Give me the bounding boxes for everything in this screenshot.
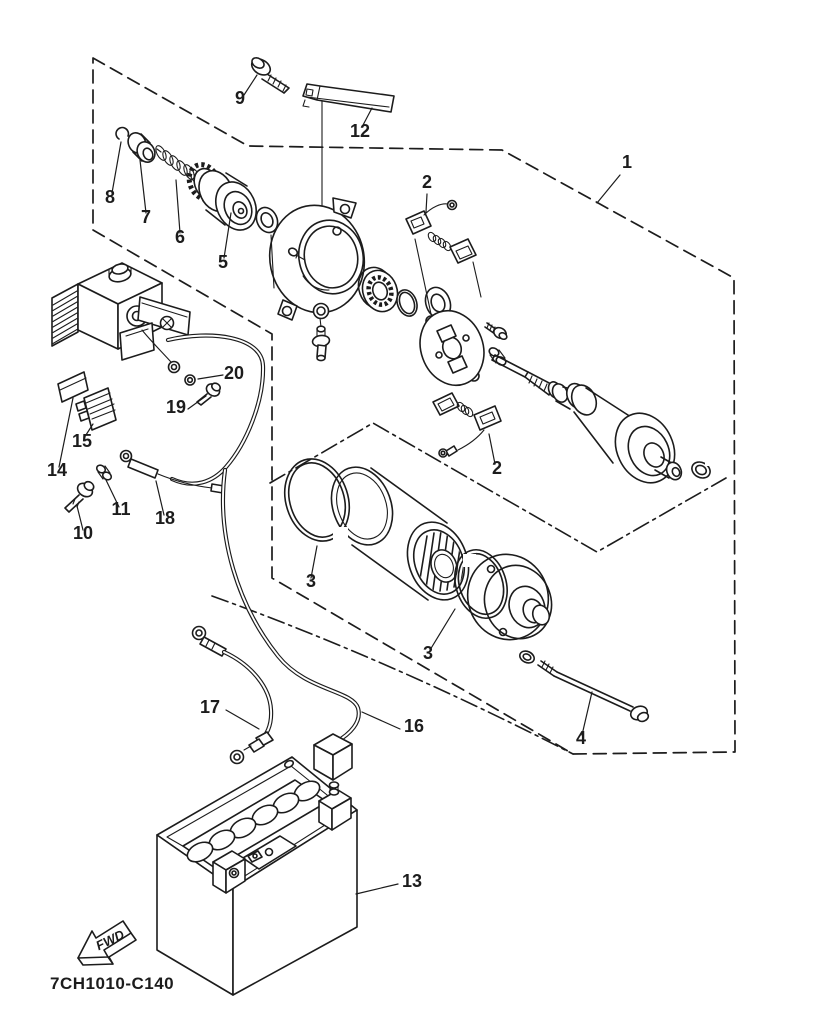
leader-lines xyxy=(58,74,621,895)
callout-3-left: 3 xyxy=(306,571,316,591)
front-cover-drawing xyxy=(268,197,366,362)
callout-10: 10 xyxy=(73,523,93,543)
screw-right-drawing xyxy=(484,322,508,366)
callout-1: 1 xyxy=(622,152,632,172)
positive-lead-16-drawing xyxy=(220,467,361,781)
yoke-case-drawing xyxy=(330,466,470,601)
o-ring-right-drawing xyxy=(454,549,508,619)
bolt-9-drawing xyxy=(250,57,290,94)
negative-lead-17-drawing xyxy=(191,625,274,765)
battery-13-drawing xyxy=(156,756,358,996)
circlip-drawing xyxy=(691,459,712,479)
callout-13: 13 xyxy=(402,871,422,891)
callout-12: 12 xyxy=(350,121,370,141)
relay-harness-loop xyxy=(141,329,266,486)
brush-plate-drawing xyxy=(414,238,485,387)
bearing-drawing xyxy=(357,266,399,313)
inner-assembly-boundary xyxy=(211,422,727,755)
callout-16: 16 xyxy=(404,716,424,736)
callout-19: 19 xyxy=(166,397,186,417)
callout-9: 9 xyxy=(235,88,245,108)
callout-15: 15 xyxy=(72,431,92,451)
bolt-10-drawing xyxy=(64,480,95,513)
callout-2-upper: 2 xyxy=(422,172,432,192)
brush-set-lower-drawing xyxy=(432,392,502,458)
o-ring-left-drawing xyxy=(283,458,351,542)
relay-assembly-14-drawing xyxy=(51,262,191,403)
washer-20-drawing xyxy=(184,374,196,386)
callout-6: 6 xyxy=(175,227,185,247)
bracket-12-drawing xyxy=(302,83,395,213)
callout-17: 17 xyxy=(200,697,220,717)
callout-11: 11 xyxy=(111,499,130,519)
fwd-arrow: FWD xyxy=(77,920,137,966)
callout-20: 20 xyxy=(224,363,244,383)
pinion-gear-5-drawing xyxy=(186,162,258,231)
lead-wire-18-drawing xyxy=(119,449,225,494)
o-ring-small-drawing xyxy=(396,289,418,317)
callout-numbers: 1 2 2 3 3 4 5 6 7 8 9 10 11 12 13 14 15 … xyxy=(47,88,632,891)
armature-drawing xyxy=(491,354,683,484)
callout-18: 18 xyxy=(155,508,175,528)
end-washer-drawing xyxy=(519,650,535,664)
diagram-code: 7CH1010-C140 xyxy=(50,974,174,993)
collar-11-drawing xyxy=(95,464,113,481)
callout-2-lower: 2 xyxy=(492,458,502,478)
callout-8: 8 xyxy=(105,187,115,207)
callout-7: 7 xyxy=(141,207,151,227)
clip-8-drawing xyxy=(115,126,130,140)
callout-14: 14 xyxy=(47,460,67,480)
fuse-15-drawing xyxy=(75,387,117,431)
outer-assembly-boundary xyxy=(92,57,736,755)
callout-4: 4 xyxy=(576,728,586,748)
bushing-7-drawing xyxy=(127,132,156,163)
washer-near-gear-drawing xyxy=(255,206,279,234)
callout-3-right: 3 xyxy=(423,643,433,663)
through-bolt-4-drawing xyxy=(537,660,650,723)
screw-left-drawing xyxy=(287,247,306,261)
callout-5: 5 xyxy=(218,252,228,272)
bolt-19-drawing xyxy=(196,382,221,406)
brush-set-upper-drawing xyxy=(405,199,477,264)
